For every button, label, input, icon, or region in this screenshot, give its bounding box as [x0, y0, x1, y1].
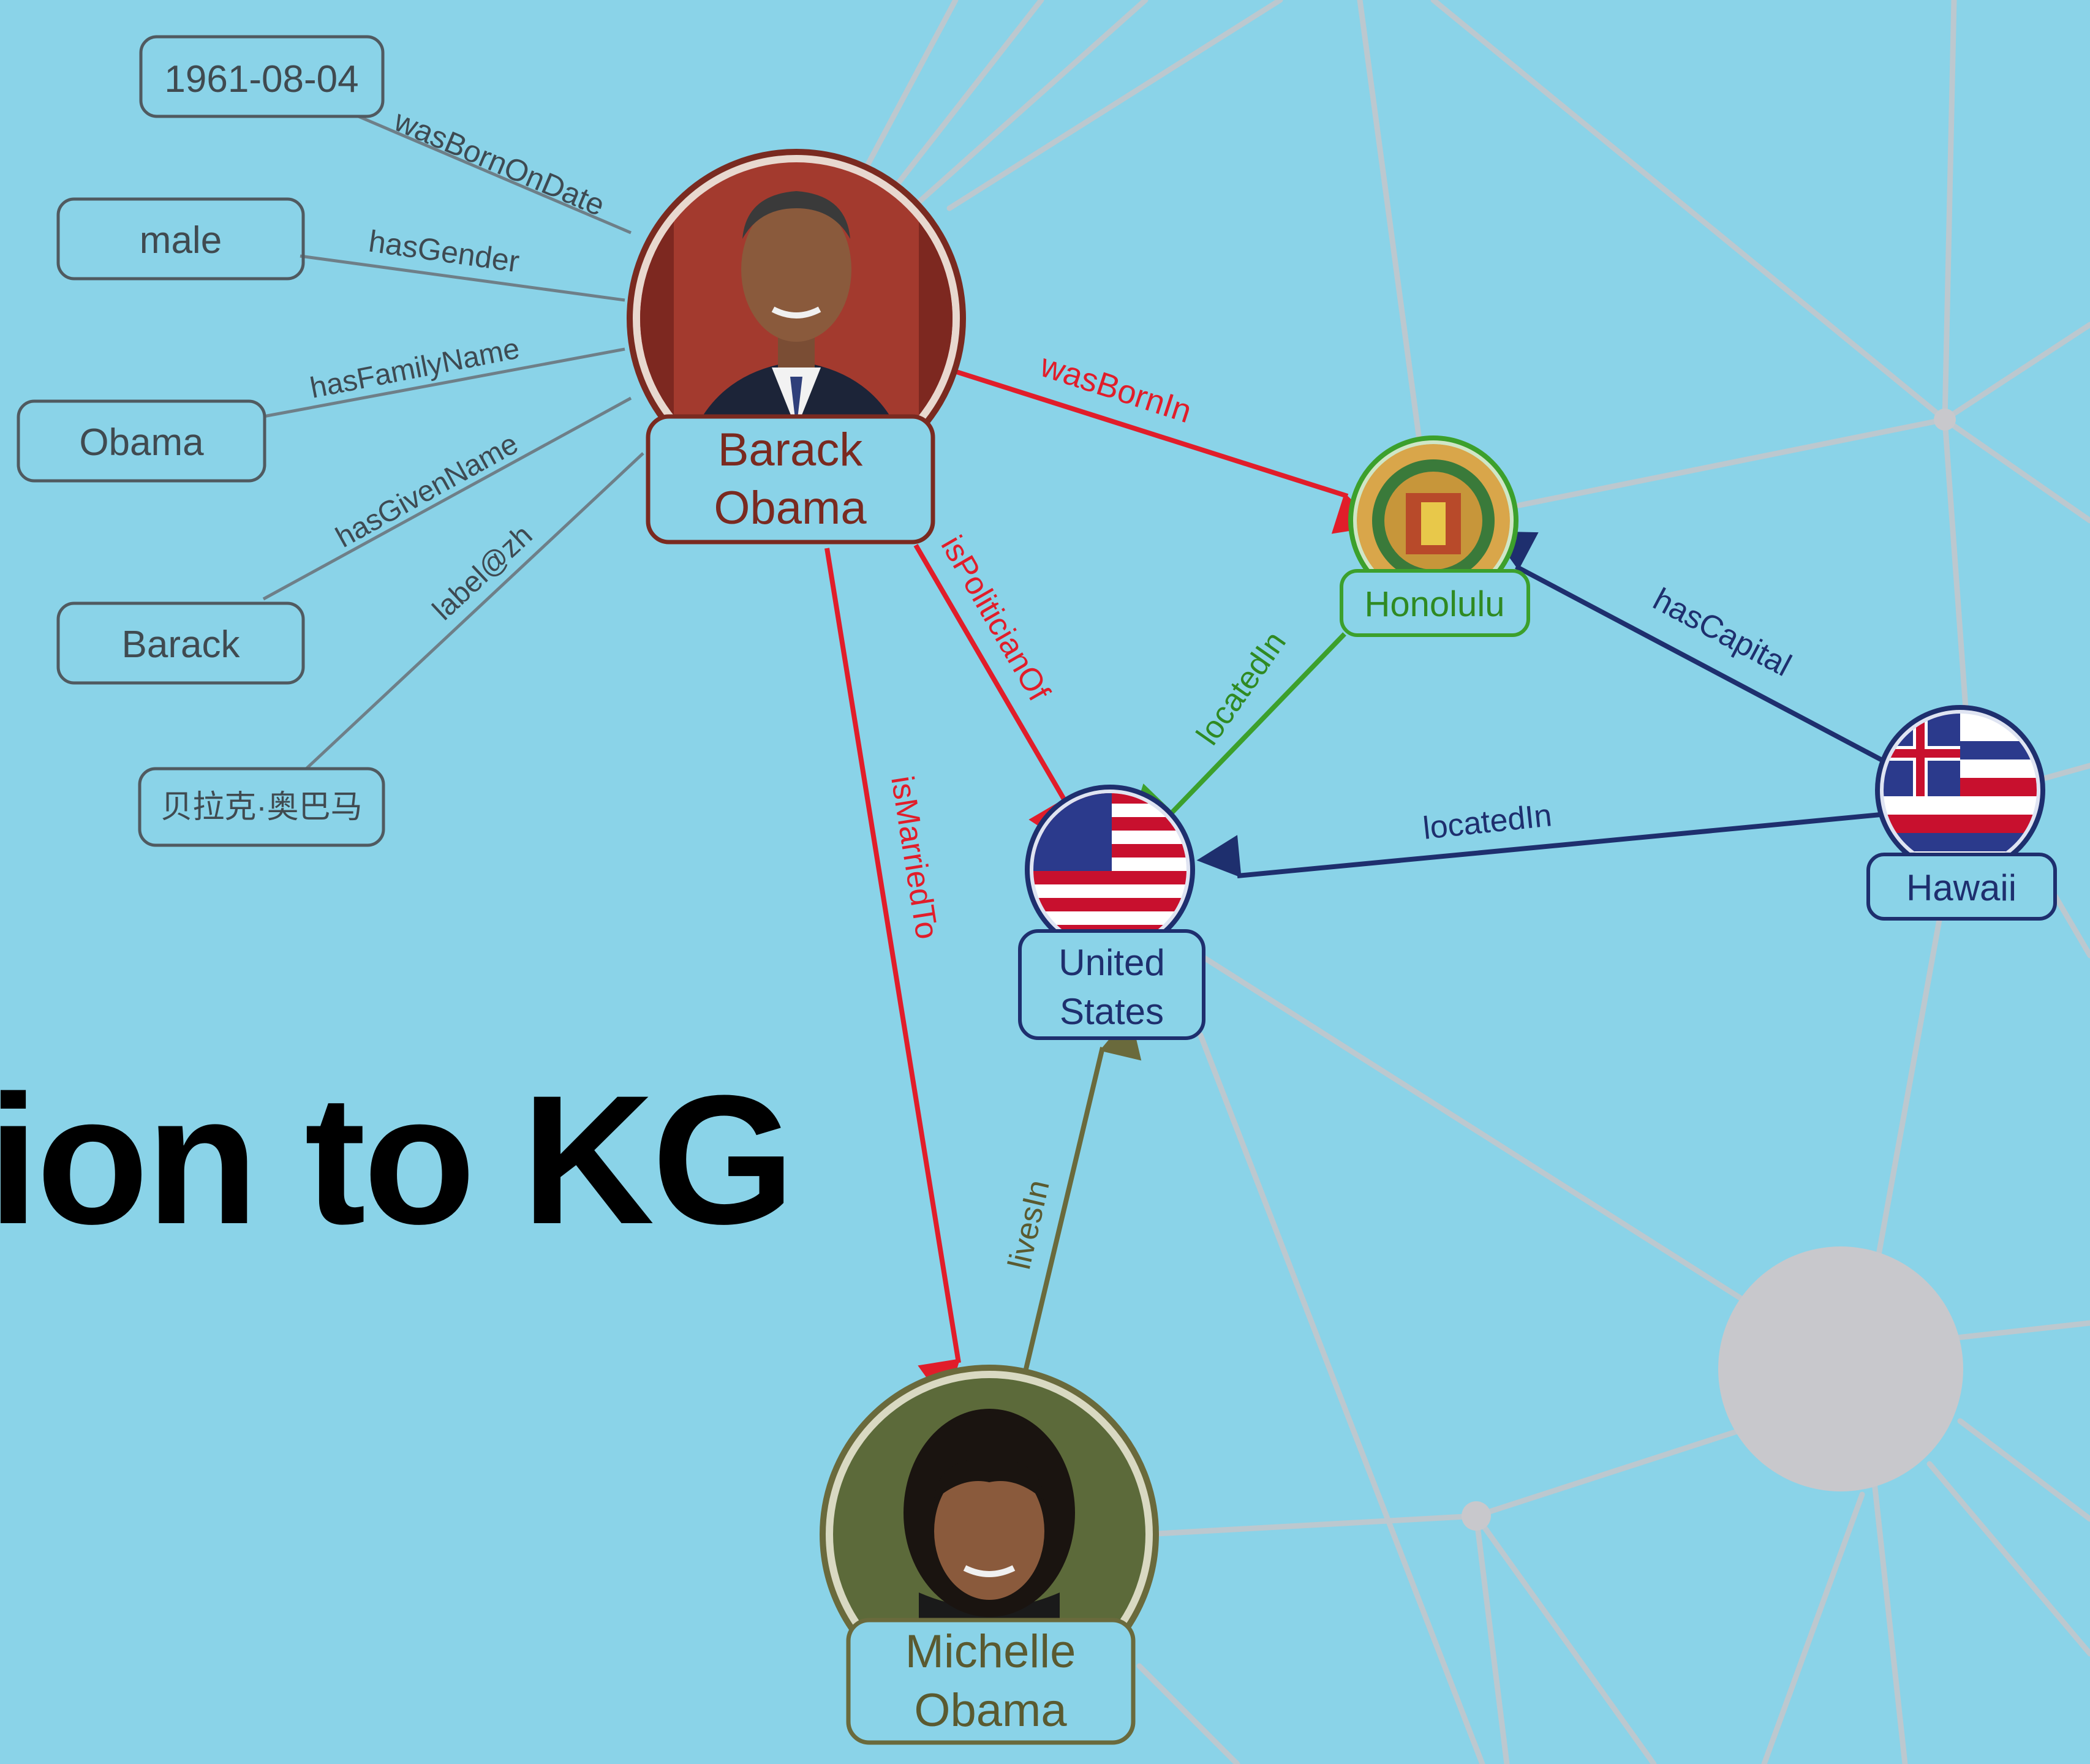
literal-given-name-box[interactable]: Barack — [56, 601, 305, 685]
slide-title: ion to KG — [0, 1057, 795, 1262]
node-label-us-line1: United — [1058, 942, 1164, 983]
edge-label-has-given-name: hasGivenName — [331, 428, 524, 554]
node-label-michelle-line2: Obama — [914, 1684, 1067, 1736]
edge-located-in-hawaii — [1196, 812, 1881, 878]
node-label-barack-line2: Obama — [714, 482, 867, 534]
node-united-states[interactable]: United States — [1018, 785, 1205, 1040]
edge-has-capital — [1490, 531, 1888, 765]
literal-birth-date: 1961-08-04 — [164, 58, 358, 100]
node-label-us-line2: States — [1060, 991, 1164, 1032]
edge-was-born-in — [951, 368, 1379, 534]
literal-gender: male — [140, 219, 222, 262]
node-label-michelle-line1: Michelle — [905, 1626, 1076, 1678]
edge-is-politician-of — [913, 543, 1069, 846]
literal-gender-box[interactable]: male — [56, 197, 305, 281]
network-junction-dot — [1934, 409, 1956, 431]
node-michelle-obama[interactable]: Michelle Obama — [820, 1365, 1159, 1745]
literal-birth-date-box[interactable]: 1961-08-04 — [139, 35, 385, 118]
node-label-honolulu: Honolulu — [1365, 584, 1505, 624]
edge-lives-in — [1024, 1014, 1142, 1370]
edge-label-label-zh: label@zh — [426, 519, 538, 627]
literal-given-name: Barack — [122, 624, 241, 666]
edge-label-lives-in: livesIn — [1002, 1177, 1057, 1273]
edge-label-was-born-on-date: wasBornOnDate — [389, 103, 609, 222]
honolulu-seal-icon — [1357, 444, 1510, 597]
edge-is-married-to — [824, 548, 961, 1404]
edge-label-has-gender: hasGender — [366, 224, 521, 279]
edge-label-was-born-in: wasBornIn — [1035, 347, 1196, 430]
gray-hub-node[interactable] — [1718, 1246, 1963, 1491]
literal-zh-label-box[interactable]: 贝拉克·奥巴马 — [138, 767, 385, 847]
literal-connectors — [262, 115, 644, 770]
literal-family-name: Obama — [79, 421, 204, 464]
edge-label-is-married-to: isMarriedTo — [884, 774, 945, 941]
node-label-barack-line1: Barack — [718, 424, 864, 476]
literal-family-name-box[interactable]: Obama — [17, 399, 266, 483]
edge-label-has-family-name: hasFamilyName — [307, 333, 522, 405]
edge-label-located-in-honolulu: locatedIn — [1190, 625, 1293, 752]
node-honolulu[interactable]: Honolulu — [1340, 435, 1530, 637]
network-junction-dot — [1462, 1501, 1491, 1531]
literal-zh-label: 贝拉克·奥巴马 — [160, 790, 362, 825]
edge-label-has-capital: hasCapital — [1647, 581, 1797, 684]
node-hawaii[interactable]: Hawaii — [1866, 705, 2057, 921]
hawaii-flag-icon — [1884, 714, 2037, 867]
edge-located-in-honolulu — [1129, 632, 1346, 829]
node-barack-obama[interactable]: Barack Obama — [627, 149, 966, 545]
edge-label-located-in-hawaii: locatedIn — [1421, 797, 1553, 846]
node-label-hawaii: Hawaii — [1906, 867, 2016, 908]
